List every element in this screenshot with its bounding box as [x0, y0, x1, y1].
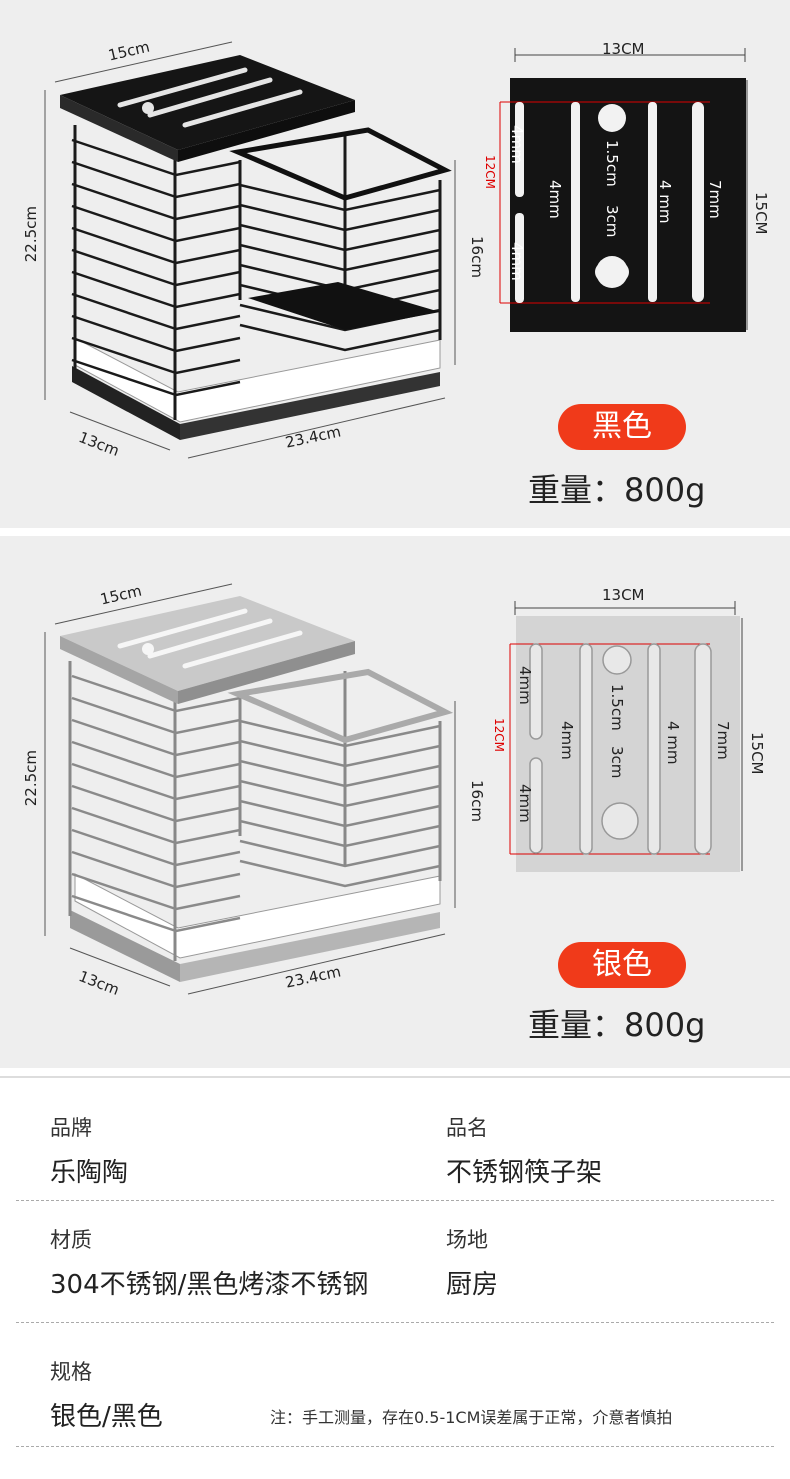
hole-small-label: 1.5cm: [603, 140, 621, 187]
place-label: 场地: [446, 1228, 488, 1252]
product-name-label: 品名: [446, 1116, 488, 1140]
row-divider: [16, 1446, 774, 1447]
plate-height-label: 15CM: [752, 192, 770, 235]
spec-value: 银色/黑色: [50, 1402, 163, 1432]
black-product-panel: 15cm 22.5cm 16cm 13cm 23.4cm 13CM 15CM 1…: [0, 0, 790, 528]
hole-small-label: 1.5cm: [608, 684, 626, 731]
slot-e-label: 7mm: [706, 180, 724, 219]
silver-color-badge: 银色: [558, 942, 686, 988]
plate-width-label: 13CM: [602, 586, 645, 604]
slot-d-label: 4 mm: [656, 180, 674, 224]
inner-height-label: 16cm: [468, 780, 486, 822]
hole-big-label: 3cm: [608, 746, 626, 779]
silver-rack-illustration: [44, 583, 743, 995]
plate-height-label: 15CM: [748, 732, 766, 775]
panel-separator: [0, 528, 790, 536]
black-rack-illustration: [44, 41, 748, 459]
silver-product-panel: 15cm 22.5cm 16cm 13cm 23.4cm 13CM 15CM 1…: [0, 536, 790, 1068]
inner-height-label: 16cm: [468, 236, 486, 278]
height-label: 22.5cm: [22, 750, 40, 807]
slot-b-label: 4mm: [516, 784, 534, 823]
brand-label: 品牌: [50, 1116, 92, 1140]
brand-value: 乐陶陶: [50, 1158, 129, 1188]
slot-e-label: 7mm: [714, 721, 732, 760]
material-value: 304不锈钢/黑色烤漆不锈钢: [50, 1270, 369, 1300]
row-divider: [16, 1200, 774, 1201]
slot-c-label: 4mm: [546, 180, 564, 219]
silver-weight: 重量：800g: [528, 1006, 706, 1044]
slot-c-label: 4mm: [558, 721, 576, 760]
row-divider: [16, 1322, 774, 1323]
plate-width-label: 13CM: [602, 40, 645, 58]
black-color-badge: 黑色: [558, 404, 686, 450]
measurement-note: 注：手工测量，存在0.5-1CM误差属于正常，介意者慎拍: [270, 1408, 673, 1427]
slot-span-label: 12CM: [483, 155, 497, 190]
slot-d-label: 4 mm: [664, 721, 682, 765]
slot-span-label: 12CM: [492, 718, 506, 753]
slot-a-label: 4mm: [516, 666, 534, 705]
slot-b-label: 4mm: [508, 242, 526, 281]
spec-label: 规格: [50, 1360, 92, 1384]
place-value: 厨房: [446, 1270, 499, 1300]
black-weight: 重量：800g: [528, 471, 706, 509]
height-label: 22.5cm: [22, 206, 40, 263]
product-name-value: 不锈钢筷子架: [446, 1158, 603, 1188]
hole-big-label: 3cm: [603, 205, 621, 238]
material-label: 材质: [50, 1228, 92, 1252]
section-divider: [0, 1076, 790, 1078]
slot-a-label: 4mm: [508, 125, 526, 164]
